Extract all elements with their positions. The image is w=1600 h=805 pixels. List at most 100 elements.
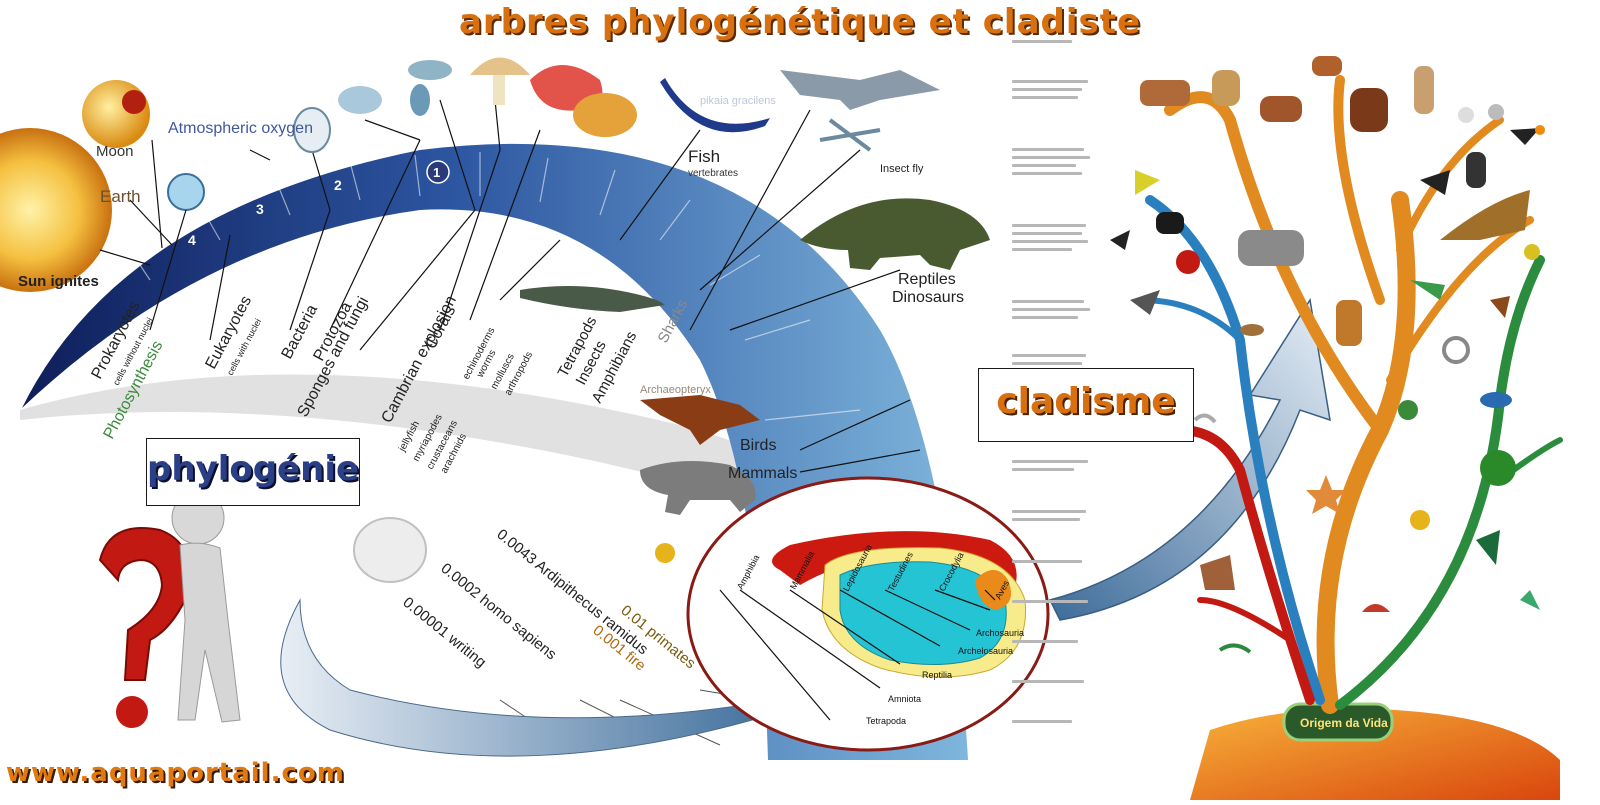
doc-line [1012,510,1086,513]
archaeopteryx-label: Archaeopteryx [640,384,711,396]
monkey-icon [1312,56,1342,76]
tree-red-twig [1197,597,1293,643]
mammal-icon [640,461,756,515]
cladism-label: cladisme [978,368,1194,442]
butterfly-icon [1135,170,1160,195]
tree-orange-branch-2 [1333,75,1385,305]
mushroom-stem [493,75,505,105]
doc-line [1012,248,1072,251]
kangaroo-icon [1336,300,1362,346]
lizard-icon [1410,280,1445,300]
moon-icon [82,80,150,148]
toucan-beak-icon [1535,125,1545,135]
human-icon [1414,66,1434,114]
mushroom-small-icon [1362,604,1390,612]
time-arc [22,143,968,760]
label-reptiles: Reptiles [898,271,956,288]
doc-line [1012,300,1084,303]
arc-ticks [129,152,901,501]
pikaia-label: pikaia gracilens [700,95,776,107]
group-amniota: Amniota [888,694,921,704]
label-sun-ignites: Sun ignites [18,273,99,290]
figure-body-icon [177,542,241,723]
shell-icon [1490,296,1510,318]
lion-icon [1212,70,1240,106]
label-ardipithecus: 0.0043 Ardipithecus ramidus [493,526,651,658]
horse-icon [1140,80,1190,106]
shark-icon [780,70,940,110]
bee-icon [655,543,675,563]
orange-clade [975,570,1012,610]
flower-icon [1524,244,1540,260]
site-url[interactable]: www.aquaportail.com [6,758,345,788]
label-mammals: Mammals [728,465,797,482]
tree-icon [1480,450,1516,486]
turtle-icon [1240,324,1264,336]
bear-icon [1260,96,1302,122]
penguin-icon [1466,152,1486,188]
doc-line [1012,88,1082,91]
pond-icon [1480,392,1512,408]
doc-line [1012,240,1088,243]
label-fish-sub: vertebrates [688,168,738,179]
doc-line [1012,460,1088,463]
fish-small-icon [1410,510,1430,530]
moon-crater-icon [122,90,146,114]
euglena-icon [410,84,430,116]
bacteria-cell-icon [293,107,331,153]
cladogram-lines [719,589,996,721]
doc-line [1012,148,1084,151]
leader-lines [99,99,921,473]
red-clade-band [772,531,1017,600]
doc-line [1012,518,1080,521]
era-1-marker [426,160,450,184]
tree-branches [1137,75,1563,714]
eagle-icon [1420,170,1450,195]
earth-cell-icon [167,173,205,211]
doc-line [1012,560,1082,563]
doc-line [1012,164,1076,167]
doc-line [1012,224,1086,227]
doc-line [1012,354,1086,357]
doc-line [1012,232,1082,235]
rhino-icon [1238,230,1304,266]
label-earth: Earth [100,187,141,206]
group-tetrapoda: Tetrapoda [866,716,906,726]
tree-animals [1110,56,1545,654]
archaeopteryx-icon [640,395,760,445]
spider-icon [1110,230,1130,250]
doc-line [1012,172,1082,175]
brain-coral-icon [573,93,637,137]
octopus-icon [1200,555,1235,590]
cyan-clade [839,561,1007,665]
sun-icon [0,128,112,292]
snail-icon [1193,413,1217,424]
root-sign-label: Origem da Vida [1300,716,1388,730]
doc-line [1012,468,1074,471]
amoeba-icon [408,60,452,80]
star-icon [1306,475,1346,514]
phylogeny-label: phylogénie [146,438,360,506]
doc-line [1012,640,1078,643]
doc-line [1012,308,1090,311]
fish-pikaia-icon [660,78,770,133]
doc-line [1012,362,1082,365]
worm-icon [1218,643,1252,654]
label-birds: Birds [740,437,776,454]
dinosaur-icon [1440,190,1530,240]
bird2-icon [1488,104,1504,120]
gorilla-icon [1350,88,1388,132]
skull-icon [353,517,427,583]
doc-line [1012,600,1088,603]
page-title: arbres phylogénétique et cladiste [458,2,1142,42]
doc-line [1012,80,1088,83]
dragonfly-icon [819,118,881,152]
tree-red-branch [1175,425,1315,705]
label-dinosaurs: Dinosaurs [892,289,964,306]
group-archelosauria: Archelosauria [958,646,1013,656]
fern-icon [1476,530,1500,565]
tree-green-branch [1335,255,1545,710]
toucan-icon [1510,128,1540,145]
fly-icon [1130,290,1160,315]
